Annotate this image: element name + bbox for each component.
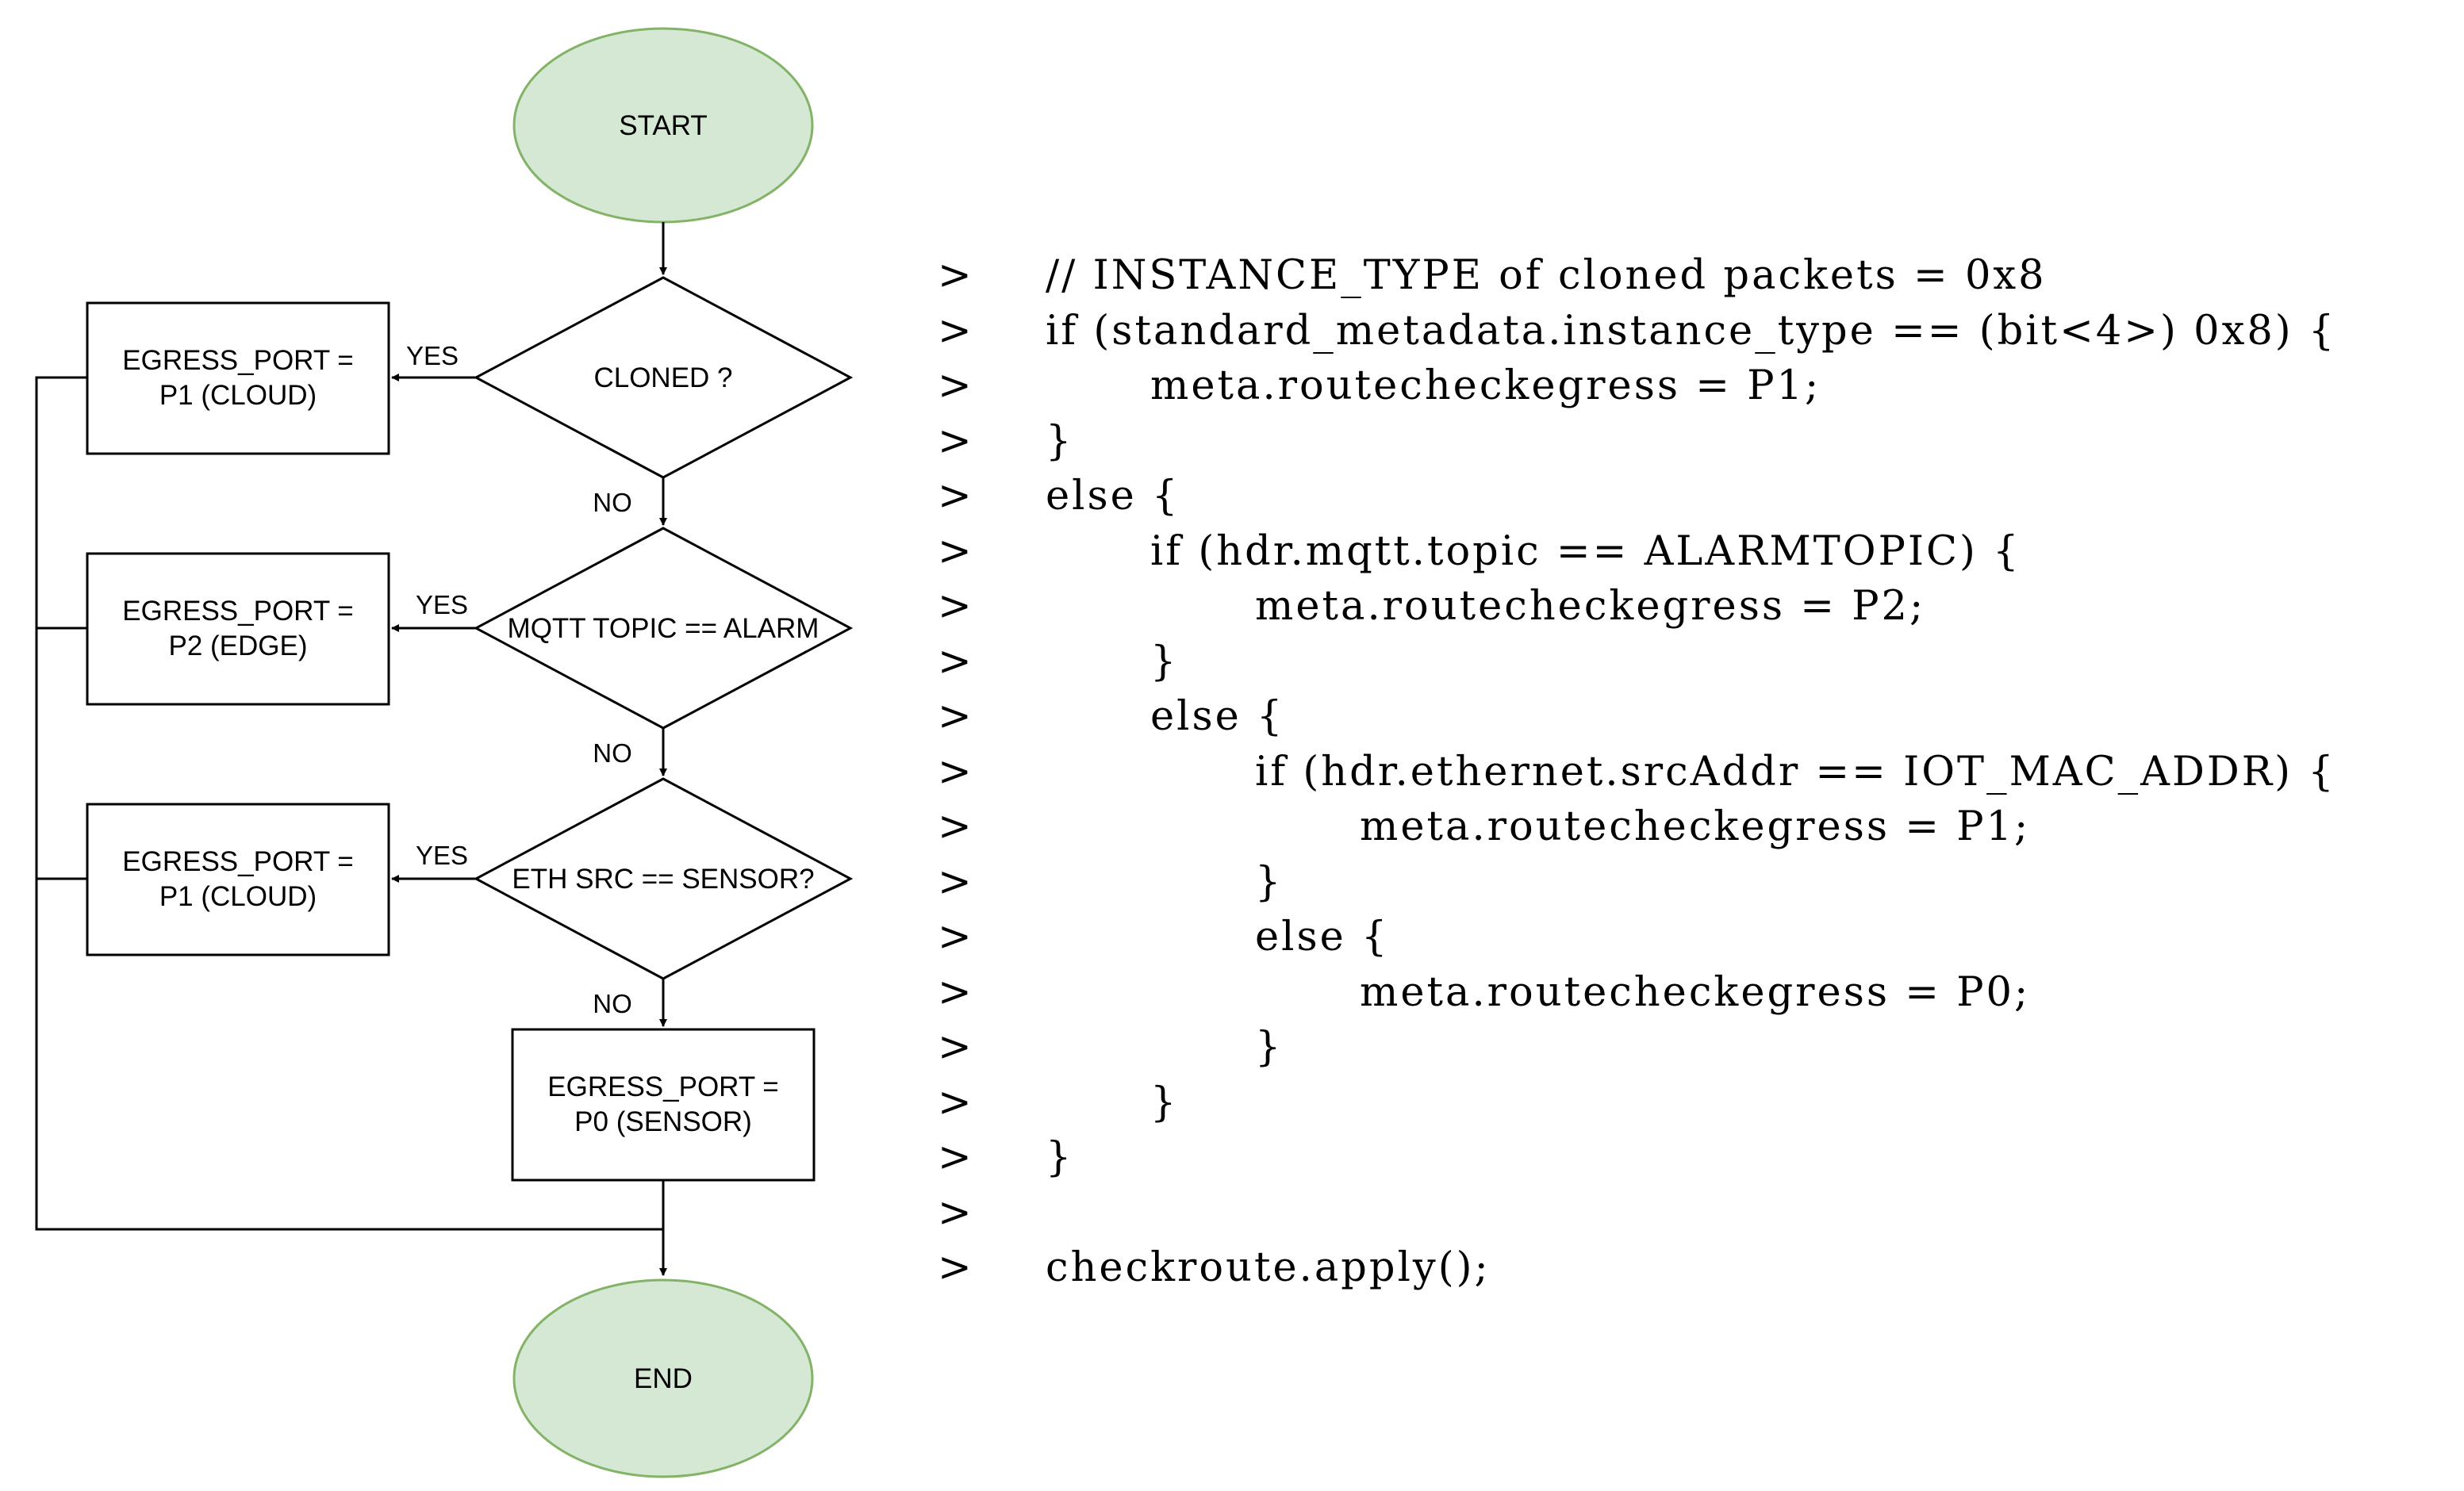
line-prompt: > [938, 749, 972, 795]
output-1-line-1: EGRESS_PORT = [122, 345, 353, 376]
line-prompt: > [938, 252, 972, 299]
code-text: } [1046, 418, 1074, 465]
yes-label-2: YES [416, 590, 468, 619]
code-line: > meta.routecheckegress = P0; [0, 965, 2464, 1021]
code-line: > meta.routecheckegress = P2; [0, 579, 2464, 634]
code-text: } [1150, 638, 1179, 685]
output-1-line-2: P1 (CLOUD) [159, 380, 317, 411]
output-box-4: EGRESS_PORT = P0 (SENSOR) [511, 1028, 816, 1182]
code-line: >} [0, 855, 2464, 910]
code-line: > else { [0, 910, 2464, 965]
line-prompt: > [938, 418, 972, 465]
output-4-line-1: EGRESS_PORT = [547, 1071, 778, 1102]
output-3-line-1: EGRESS_PORT = [122, 846, 353, 877]
code-line: > meta.routecheckegress = P1; [0, 799, 2464, 855]
code-text: checkroute.apply(); [1046, 1244, 1491, 1291]
code-line: > if (standard_metadata.instance_type == … [0, 304, 2464, 359]
code-text: meta.routecheckegress = P1; [1150, 362, 1821, 409]
code-text: } [1150, 1079, 1179, 1126]
output-2-line-1: EGRESS_PORT = [122, 596, 353, 627]
decision-mqtt-topic: MQTT TOPIC == ALARM [473, 527, 854, 730]
output-4-line-2: P0 (SENSOR) [574, 1106, 752, 1137]
merge-line-left [35, 376, 663, 1231]
code-line: >} [0, 414, 2464, 470]
output-2-line-2: P2 (EDGE) [168, 631, 307, 661]
code-line: > else { [0, 689, 2464, 745]
yes-label-3: YES [416, 841, 468, 870]
line-prompt: > [938, 583, 972, 630]
code-text: if (standard_metadata.instance_type == (… [1046, 308, 2337, 355]
code-text: else { [1046, 473, 1180, 519]
code-line: > if (hdr.mqtt.topic == ALARMTOPIC) { [0, 524, 2464, 580]
code-line: > else { [0, 469, 2464, 524]
code-line: > if (hdr.ethernet.srcAddr == IOT_MAC_ADD… [0, 745, 2464, 800]
line-prompt: > [938, 969, 972, 1016]
decision-cloned: CLONED ? [473, 276, 854, 479]
output-box-1: EGRESS_PORT = P1 (CLOUD) [86, 301, 390, 455]
code-line: > meta.routecheckegress = P1; [0, 358, 2464, 414]
start-node: START [512, 27, 814, 224]
code-text: } [1255, 859, 1284, 906]
line-prompt: > [938, 638, 972, 685]
code-text: } [1046, 1134, 1074, 1181]
line-prompt: > [938, 1079, 972, 1126]
line-prompt: > [938, 473, 972, 519]
line-prompt: > [938, 1024, 972, 1071]
no-label-2: NO [593, 738, 632, 768]
code-text: } [1255, 1024, 1284, 1071]
code-text: meta.routecheckegress = P1; [1360, 803, 2031, 850]
no-label-3: NO [593, 989, 632, 1018]
code-line: > checkroute.apply(); [0, 1240, 2464, 1296]
line-prompt: > [938, 859, 972, 906]
code-text: // INSTANCE_TYPE of cloned packets = 0x8 [1046, 252, 2047, 299]
output-3-line-2: P1 (CLOUD) [159, 881, 317, 912]
line-prompt: > [938, 914, 972, 960]
line-prompt: > [938, 362, 972, 409]
code-line: > [0, 1186, 2464, 1241]
decision-eth-src: ETH SRC == SENSOR? [473, 777, 854, 980]
code-text: if (hdr.mqtt.topic == ALARMTOPIC) { [1150, 528, 2021, 575]
code-text: meta.routecheckegress = P0; [1360, 969, 2031, 1016]
code-text: meta.routecheckegress = P2; [1255, 583, 1926, 630]
yes-label-1: YES [406, 341, 459, 370]
code-line: > // INSTANCE_TYPE of cloned packets = 0x… [0, 248, 2464, 304]
decision-cloned-label: CLONED ? [593, 362, 732, 393]
line-prompt: > [938, 693, 972, 740]
code-line: >} [0, 1075, 2464, 1131]
output-box-3: EGRESS_PORT = P1 (CLOUD) [86, 803, 390, 956]
code-line: >} [0, 1130, 2464, 1186]
code-line: >} [0, 1020, 2464, 1075]
no-label-1: NO [593, 488, 632, 517]
line-prompt: > [938, 1190, 972, 1236]
start-label: START [619, 110, 708, 141]
line-prompt: > [938, 1134, 972, 1181]
line-prompt: > [938, 803, 972, 850]
decision-mqtt-label: MQTT TOPIC == ALARM [508, 613, 819, 644]
end-label: END [634, 1363, 693, 1394]
end-node: END [512, 1278, 814, 1478]
code-text: else { [1150, 693, 1285, 740]
code-line: >} [0, 634, 2464, 690]
line-prompt: > [938, 308, 972, 355]
line-prompt: > [938, 1244, 972, 1291]
code-text: else { [1255, 914, 1390, 960]
decision-eth-label: ETH SRC == SENSOR? [512, 864, 814, 895]
line-prompt: > [938, 528, 972, 575]
output-box-2: EGRESS_PORT = P2 (EDGE) [86, 552, 390, 706]
code-text: if (hdr.ethernet.srcAddr == IOT_MAC_ADDR… [1255, 749, 2336, 795]
